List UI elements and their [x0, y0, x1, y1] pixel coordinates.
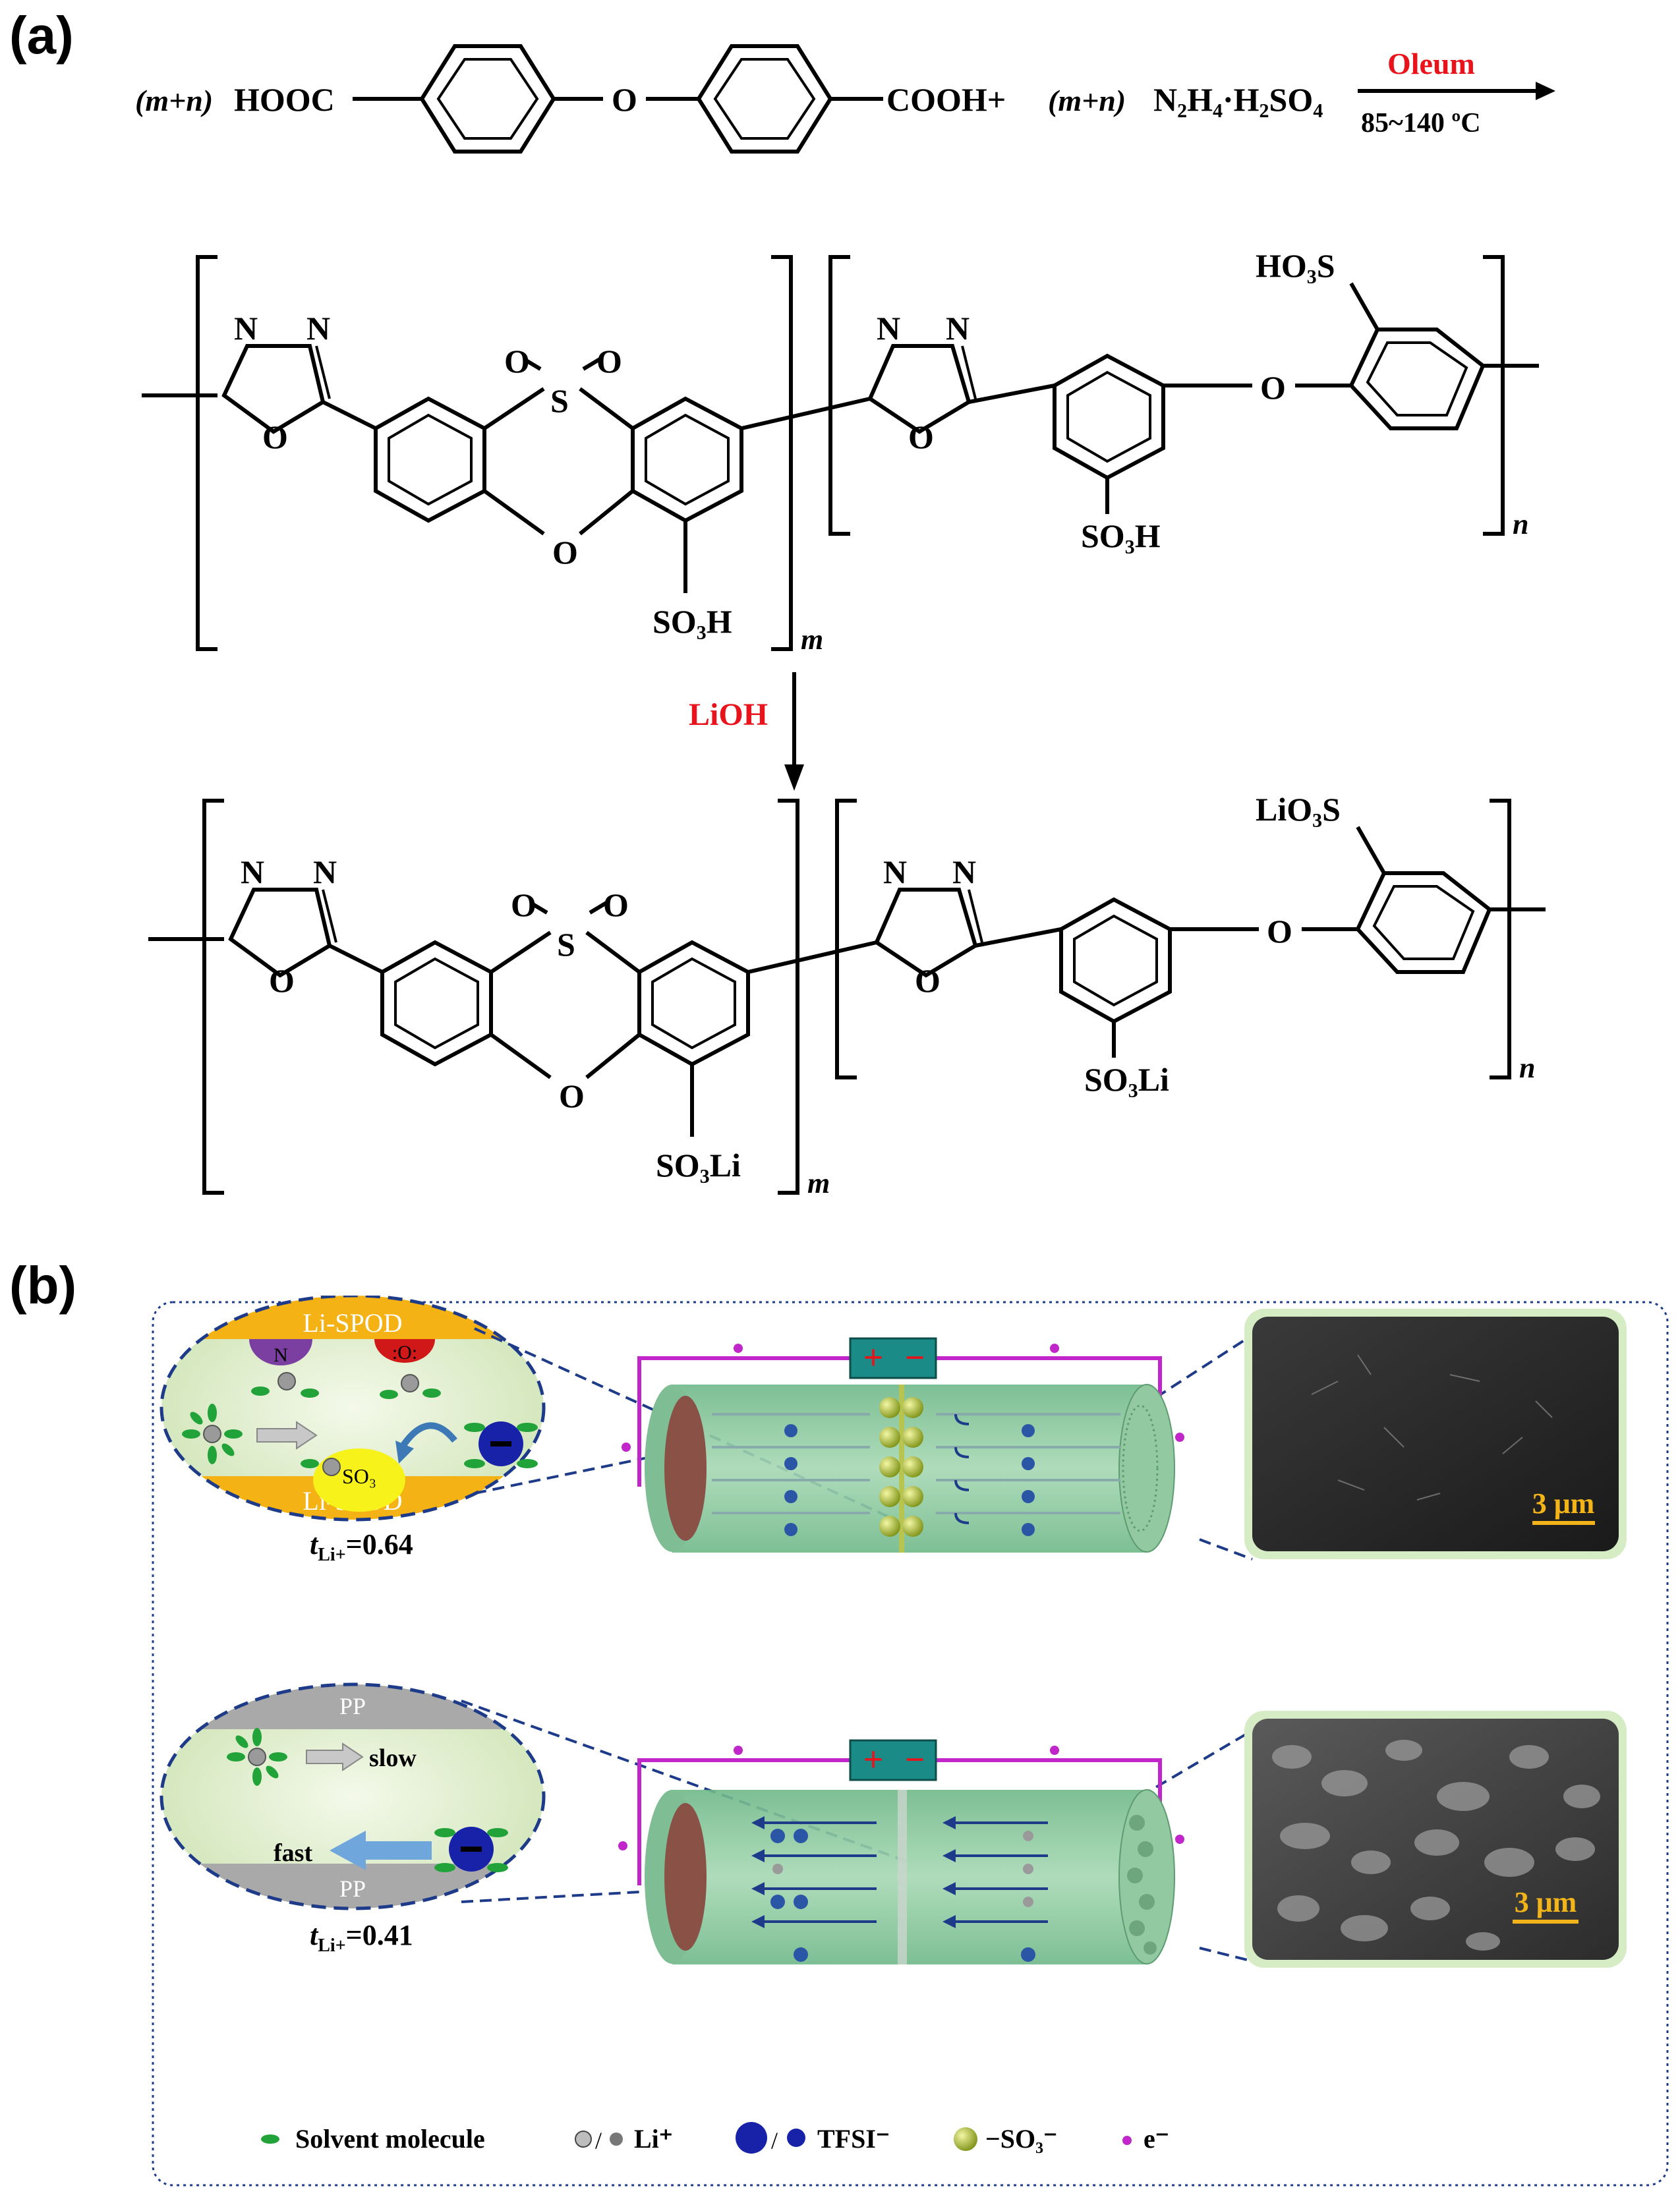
legend-so3: −SO₃⁻ [985, 2124, 1057, 2154]
li-group-n-top: LiO₃S [1256, 791, 1341, 828]
slow-label: slow [369, 1744, 417, 1772]
reactant1-right: COOH+ [886, 81, 1006, 118]
pp-inset: PP PP slow fast [159, 1682, 546, 1910]
svg-text:N: N [313, 853, 337, 890]
legend: Solvent molecule / Li⁺ / TFSI⁻ −SO₃⁻ e⁻ [261, 2122, 1169, 2154]
svg-text:O: O [908, 418, 934, 455]
li-group-n-bottom: SO₃Li [1084, 1061, 1169, 1098]
mechanism-schematic: Li-SPOD Li-SPOD N :O: SO₃ [152, 1296, 1669, 2187]
battery-bottom [849, 1739, 937, 1781]
svg-text:O: O [559, 1077, 585, 1114]
benzene-ring-1 [419, 44, 556, 154]
reaction-scheme: (m+n) HOOC O COOH+ (m+n) N₂H₄·H₂SO₄ Oleu… [135, 44, 1555, 1199]
svg-text:−: − [905, 1338, 925, 1377]
acid-group-m: SO₃H [652, 603, 732, 640]
transference-top: tLi+=0.64 [310, 1528, 413, 1565]
panel-b-label: (b) [9, 1256, 77, 1315]
li-spod-top-label: Li-SPOD [303, 1308, 402, 1338]
scale-bar-top: 3 μm [1532, 1487, 1595, 1520]
transference-bottom: tLi+=0.41 [310, 1919, 413, 1956]
svg-text:/: / [595, 2127, 602, 2154]
svg-text:N: N [877, 310, 900, 347]
panel-a-label: (a) [9, 6, 74, 65]
step2-reagent: LiOH [689, 697, 768, 732]
svg-text:N: N [946, 310, 970, 347]
svg-text:O: O [269, 962, 295, 999]
svg-text:O: O [596, 343, 622, 380]
svg-text:O: O [1260, 369, 1286, 406]
svg-text:/: / [771, 2127, 778, 2154]
svg-text:O: O [552, 534, 578, 571]
battery-top [849, 1337, 937, 1379]
svg-text:−: − [905, 1740, 925, 1779]
svg-text:O: O [262, 418, 288, 455]
panel-b-frame [152, 1301, 1669, 2187]
svg-text:n: n [1519, 1052, 1535, 1084]
acid-group-n-top: HO₃S [1256, 247, 1335, 284]
svg-text:O: O [915, 962, 941, 999]
svg-text:O: O [1267, 913, 1292, 950]
svg-text:N: N [241, 853, 264, 890]
legend-electron: e⁻ [1144, 2124, 1169, 2154]
reactant2: N₂H₄·H₂SO₄ [1153, 81, 1323, 118]
scale-bar-bottom: 3 μm [1515, 1886, 1577, 1918]
svg-text:O: O [511, 886, 536, 923]
svg-text:N: N [274, 1344, 288, 1366]
benzene-ring-2 [696, 44, 833, 154]
svg-text:SO₃: SO₃ [342, 1464, 376, 1488]
svg-text:+: + [863, 1740, 884, 1779]
legend-solvent: Solvent molecule [295, 2124, 485, 2154]
legend-tfsi: TFSI⁻ [817, 2124, 890, 2154]
svg-text:N: N [234, 310, 258, 347]
svg-text:O: O [603, 886, 629, 923]
reactant2-coef: (m+n) [1048, 84, 1126, 117]
li-group-m: SO₃Li [656, 1147, 741, 1184]
svg-text:N: N [306, 310, 330, 347]
ether-oxygen-1: O [612, 81, 637, 118]
svg-text:N: N [952, 853, 976, 890]
cell-cylinder-top [645, 1384, 1175, 1553]
fast-label: fast [274, 1839, 312, 1867]
pp-bottom-label: PP [339, 1876, 366, 1902]
svg-text:O: O [504, 343, 530, 380]
reagent-temperature: 85~140 ºC [1361, 108, 1481, 138]
svg-text:S: S [557, 926, 575, 963]
legend-li: Li⁺ [634, 2124, 673, 2154]
acid-group-n-bottom: SO₃H [1081, 517, 1161, 554]
sem-image-li-spod [1252, 1317, 1619, 1551]
svg-text:n: n [1513, 508, 1528, 540]
reactant1-coef: (m+n) [135, 84, 213, 117]
svg-text:N: N [883, 853, 907, 890]
svg-text:S: S [550, 382, 569, 419]
cell-cylinder-bottom [645, 1789, 1175, 1964]
svg-text:m: m [807, 1167, 830, 1199]
svg-text:m: m [801, 623, 823, 656]
reagent-oleum: Oleum [1387, 47, 1475, 80]
svg-text:+: + [863, 1338, 884, 1377]
pp-top-label: PP [339, 1693, 366, 1719]
li-spod-inset: Li-SPOD Li-SPOD N :O: SO₃ [159, 1296, 546, 1522]
reactant1-left: HOOC [234, 81, 335, 118]
svg-text::O:: :O: [392, 1342, 417, 1363]
